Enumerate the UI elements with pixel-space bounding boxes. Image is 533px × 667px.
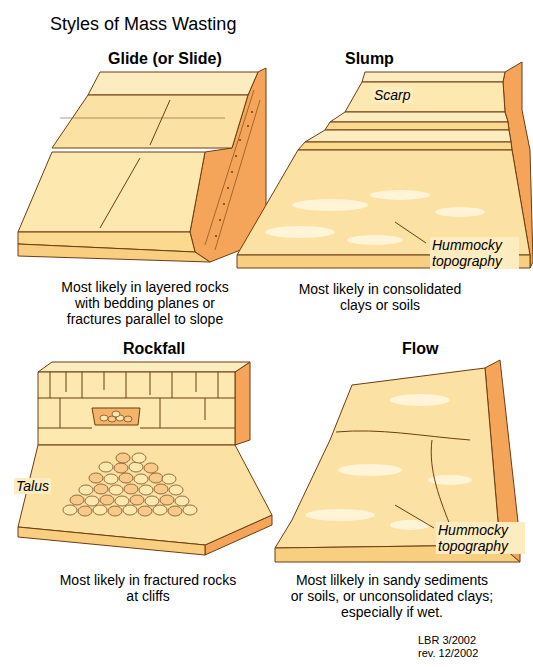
leader-line bbox=[395, 505, 434, 528]
feature-label: Talus bbox=[14, 478, 51, 494]
panel-heading: Glide (or Slide) bbox=[108, 50, 222, 68]
diagram-title: Styles of Mass Wasting bbox=[50, 14, 236, 35]
panel-caption: Most likely in fractured rocks at cliffs bbox=[53, 572, 243, 604]
credit-note: rev. 12/2002 bbox=[418, 647, 478, 660]
panel-heading: Slump bbox=[345, 50, 394, 68]
panel-heading: Flow bbox=[402, 340, 438, 358]
panel-heading: Rockfall bbox=[123, 340, 185, 358]
glide-block bbox=[18, 68, 266, 262]
talus-pile bbox=[63, 411, 197, 516]
panel-caption: Most likely in layered rocks with beddin… bbox=[53, 279, 238, 327]
feature-label: Scarp bbox=[372, 87, 413, 103]
leader-line bbox=[395, 222, 426, 243]
rockfall-cliff bbox=[18, 362, 272, 555]
feature-label: Hummocky topography bbox=[430, 237, 519, 269]
credit-note: LBR 3/2002 bbox=[418, 634, 476, 647]
feature-label: Hummocky topography bbox=[436, 522, 525, 554]
panel-caption: Most lilkely in sandy sediments or soils… bbox=[290, 572, 495, 620]
panel-caption: Most likely in consolidated clays or soi… bbox=[291, 281, 469, 313]
